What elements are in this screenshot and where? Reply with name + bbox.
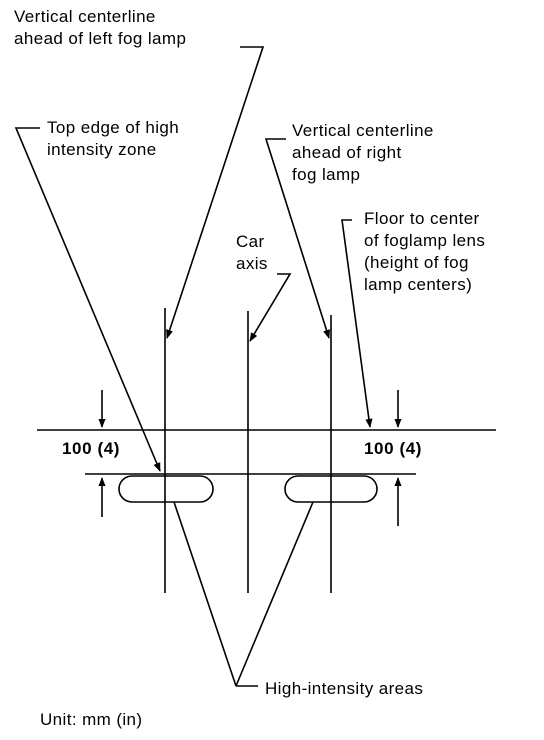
high-intensity-leader-right	[235, 501, 314, 687]
label-top-edge: Top edge of high intensity zone	[47, 118, 180, 159]
high-intensity-leader-left	[173, 501, 237, 687]
label-high-intensity-areas: High-intensity areas	[265, 679, 424, 698]
label-car-axis: Car axis	[236, 232, 268, 273]
label-floor-to-center: Floor to center of foglamp lens (height …	[364, 209, 486, 294]
left-centerline-leader	[166, 46, 265, 339]
car-axis-leader	[249, 273, 292, 342]
top-edge-leader	[14, 127, 161, 472]
label-right-centerline: Vertical centerline ahead of right fog l…	[292, 121, 434, 184]
right-high-intensity-area	[284, 475, 378, 503]
label-left-centerline: Vertical centerline ahead of left fog la…	[14, 7, 187, 48]
dimension-left: 100 (4)	[62, 439, 121, 458]
dimension-right: 100 (4)	[364, 439, 423, 458]
floor-to-center-leader	[341, 219, 373, 428]
right-centerline-leader	[264, 138, 330, 339]
left-high-intensity-area	[118, 475, 214, 503]
label-unit: Unit: mm (in)	[40, 710, 143, 729]
